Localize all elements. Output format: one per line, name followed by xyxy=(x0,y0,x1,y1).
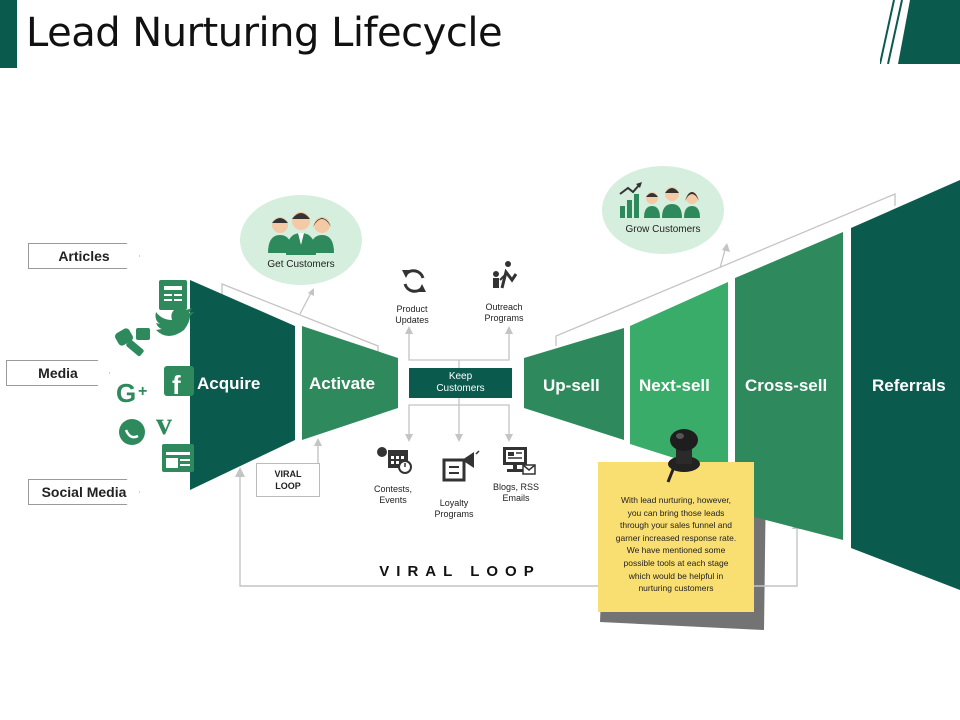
corner-decoration xyxy=(880,0,960,64)
get-customers-circle: Get Customers xyxy=(240,195,362,285)
outreach-icon xyxy=(493,261,518,289)
note-line: garner increased response rate. xyxy=(615,532,737,543)
svg-text:v: v xyxy=(156,405,172,441)
note-line: through your sales funnel and xyxy=(620,520,732,531)
note-line: possible tools at each stage xyxy=(623,557,729,568)
product-updates-label: Product Updates xyxy=(382,304,442,326)
social-media-tag: Social Media xyxy=(28,479,140,505)
activate-shape xyxy=(302,326,398,440)
outreach-programs-label: Outreach Programs xyxy=(474,302,534,324)
loyalty-programs-line1: Loyalty xyxy=(439,498,469,508)
facebook-icon: f xyxy=(164,366,194,400)
vimeo-icon: v xyxy=(156,405,172,441)
referrals-shape xyxy=(851,180,960,590)
keep-customers-line1: Keep xyxy=(448,371,473,382)
title-accent-bar xyxy=(0,0,17,68)
loyalty-programs-label: Loyalty Programs xyxy=(424,498,484,520)
refresh-icon xyxy=(402,269,426,293)
crosssell-shape xyxy=(735,232,843,540)
note-line: nurturing customers xyxy=(638,583,714,594)
stage-crosssell: Cross-sell xyxy=(745,376,828,395)
upsell-shape xyxy=(524,328,624,440)
note-line: which would be helpful in xyxy=(628,570,724,581)
stage-activate: Activate xyxy=(309,374,376,393)
get-customers-label: Get Customers xyxy=(267,259,335,270)
contests-events-label: Contests, Events xyxy=(363,484,423,506)
viral-loop-box: VIRAL LOOP xyxy=(256,463,320,497)
contests-events-line1: Contests, xyxy=(373,484,413,494)
svg-text:+: + xyxy=(138,383,147,400)
calendar-icon xyxy=(377,447,412,474)
keep-customers-box: Keep Customers xyxy=(409,368,512,398)
outreach-programs-line2: Programs xyxy=(484,313,524,323)
webpage-icon xyxy=(162,444,194,472)
keep-customers-line2: Customers xyxy=(436,383,485,394)
stage-upsell: Up-sell xyxy=(543,376,600,395)
product-updates-line1: Product xyxy=(396,304,428,314)
contests-events-line2: Events xyxy=(379,495,407,505)
customers-group-icon xyxy=(268,212,334,255)
twitter-icon xyxy=(155,307,194,336)
growth-group-icon xyxy=(619,182,700,218)
sticky-note-text: With lead nurturing, however, you can br… xyxy=(602,494,750,595)
newspaper-icon xyxy=(159,280,187,310)
svg-text:f: f xyxy=(172,370,181,400)
articles-tag: Articles xyxy=(28,243,140,269)
page-title: Lead Nurturing Lifecycle xyxy=(26,10,503,56)
blogs-rss-line2: Emails xyxy=(502,493,530,503)
stage-referrals: Referrals xyxy=(872,376,946,395)
viral-loop-box-line2: LOOP xyxy=(275,481,301,491)
blogs-rss-label: Blogs, RSS Emails xyxy=(486,482,546,504)
media-tag: Media xyxy=(6,360,110,386)
viral-loop-box-line1: VIRAL xyxy=(274,469,302,479)
source-icons: G + f v xyxy=(115,280,194,472)
blog-monitor-icon xyxy=(503,447,536,475)
note-line: With lead nurturing, however, xyxy=(620,495,732,505)
product-updates-line2: Updates xyxy=(395,315,429,325)
microphone-icon xyxy=(115,328,150,357)
svg-text:G: G xyxy=(116,378,136,408)
whatsapp-icon xyxy=(119,419,145,445)
stage-nextsell: Next-sell xyxy=(639,376,710,395)
stage-acquire: Acquire xyxy=(197,374,261,393)
loyalty-megaphone-icon xyxy=(442,450,480,482)
pushpin-icon xyxy=(666,429,700,483)
viral-loop-banner: VIRAL LOOP xyxy=(379,563,541,580)
loyalty-programs-line2: Programs xyxy=(434,509,474,519)
sticky-note xyxy=(598,462,754,612)
outreach-programs-line1: Outreach xyxy=(485,302,523,312)
google-plus-icon: G + xyxy=(116,378,147,408)
blogs-rss-line1: Blogs, RSS xyxy=(492,482,540,492)
grow-customers-label: Grow Customers xyxy=(625,224,701,235)
acquire-shape xyxy=(190,280,295,490)
nextsell-shape xyxy=(630,282,728,475)
grow-customers-circle: Grow Customers xyxy=(602,166,724,254)
note-line: you can bring those leads xyxy=(627,507,725,518)
note-line: We have mentioned some xyxy=(626,545,726,556)
